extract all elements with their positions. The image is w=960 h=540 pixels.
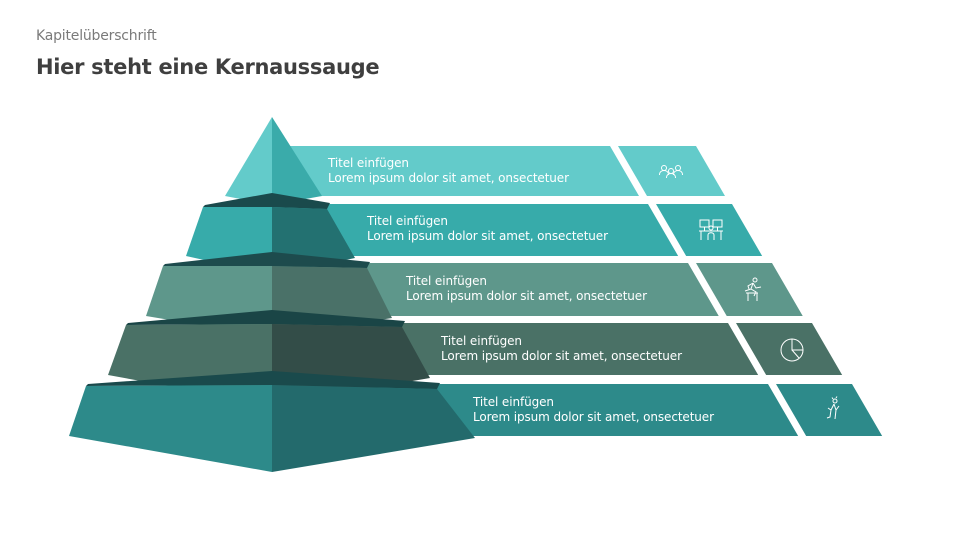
level-description: Lorem ipsum dolor sit amet, onsectetuer (473, 410, 714, 424)
level-title: Titel einfügen (328, 156, 409, 170)
pyramid-tier-4-top-face (126, 310, 405, 327)
hurdle-runner-icon (738, 276, 766, 304)
level-description: Lorem ipsum dolor sit amet, onsectetuer (441, 349, 682, 363)
pyramid-tier-5-top-face (86, 371, 440, 389)
level-2-icon-cell (656, 204, 763, 256)
level-title: Titel einfügen (406, 274, 487, 288)
workstations-icon (697, 216, 725, 244)
level-title: Titel einfügen (473, 395, 554, 409)
pyramid-tier-5-right-face (272, 385, 475, 472)
level-title: Titel einfügen (441, 334, 522, 348)
level-title: Titel einfügen (367, 214, 448, 228)
page-title: Hier steht eine Kernaussauge (36, 55, 380, 79)
people-group-icon (657, 158, 685, 186)
pyramid-tier-1-left-face (225, 117, 272, 205)
pyramid-tier-1-right-face (272, 117, 322, 205)
level-description: Lorem ipsum dolor sit amet, onsectetuer (367, 229, 608, 243)
pyramid-tier-2-top-face (203, 193, 330, 209)
level-1-band (260, 146, 639, 196)
level-2-band (260, 204, 679, 256)
chapter-heading: Kapitelüberschrift (36, 28, 157, 44)
level-5-icon-cell (776, 384, 883, 436)
pyramid-tier-3-top-face (163, 252, 370, 268)
level-4-icon-cell (736, 323, 843, 375)
pie-chart-icon (778, 336, 806, 364)
level-description: Lorem ipsum dolor sit amet, onsectetuer (406, 289, 647, 303)
pyramid-tier-5-left-face (69, 385, 272, 472)
celebrating-person-icon (818, 396, 846, 424)
level-description: Lorem ipsum dolor sit amet, onsectetuer (328, 171, 569, 185)
level-1-icon-cell (618, 146, 725, 196)
